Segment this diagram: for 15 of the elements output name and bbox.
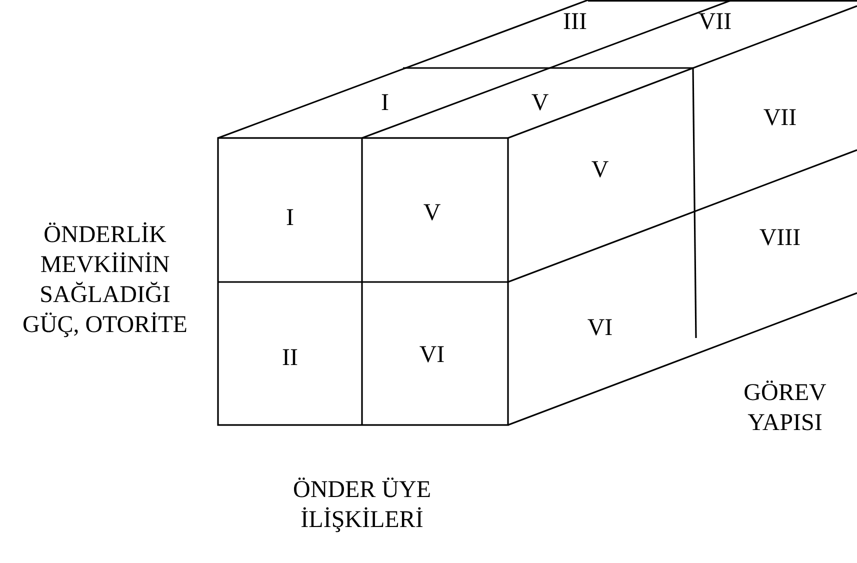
cell-label: V [591,156,609,185]
cell-label: VII [698,8,732,37]
cell-label: VI [419,341,445,370]
cell-label: V [423,199,441,228]
cell-label: I [381,89,389,118]
cell-label: VI [587,314,613,343]
cell-label: III [563,8,587,37]
cell-label: II [282,344,298,373]
axis-label: GÖREV YAPISI [742,379,828,438]
cell-label: VIII [759,224,801,253]
axis-label: ÖNDER ÜYE İLİŞKİLERİ [292,476,432,535]
cell-label: V [531,89,549,118]
axis-label: ÖNDERLİK MEVKİİNİN SAĞLADIĞI GÜÇ, OTORİTE [22,221,188,340]
cell-label: VII [763,104,797,133]
cell-label: I [286,204,294,233]
